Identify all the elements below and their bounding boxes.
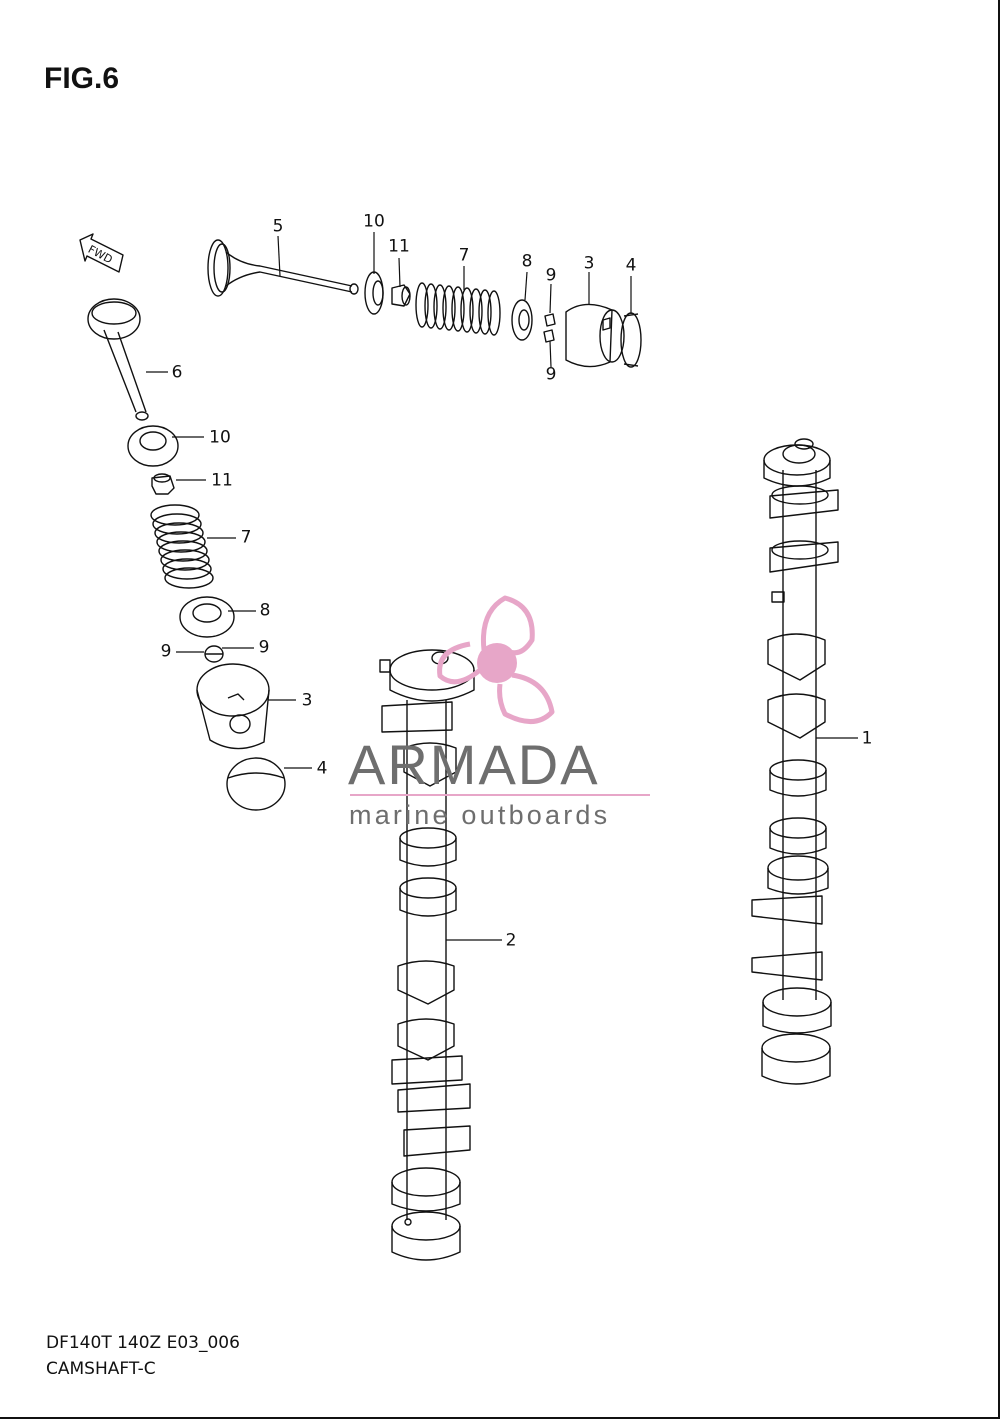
callout-11-top: 11 xyxy=(388,236,410,257)
valve-spring-top xyxy=(415,282,501,336)
callout-2-camshaft: 2 xyxy=(505,930,517,951)
valve-seal-top xyxy=(391,284,411,307)
callout-1-camshaft: 1 xyxy=(861,728,873,749)
callout-6-left: 6 xyxy=(171,362,183,383)
callout-9a-left: 9 xyxy=(160,641,172,662)
callout-11-left: 11 xyxy=(211,470,233,491)
spring-seat-top xyxy=(511,299,533,341)
cotter-left xyxy=(204,645,224,663)
camshaft-2 xyxy=(379,649,475,1261)
shim-left xyxy=(226,757,286,811)
callout-9b-left: 9 xyxy=(258,637,270,658)
figure-title: FIG.6 xyxy=(44,62,120,95)
callout-10-left: 10 xyxy=(209,427,231,448)
callout-8-top: 8 xyxy=(521,251,533,272)
callout-4-top: 4 xyxy=(625,255,637,276)
callout-9a-top: 9 xyxy=(545,265,557,286)
valve-retainer-left xyxy=(127,425,179,467)
fwd-arrow-icon: FWD xyxy=(79,233,124,273)
spring-seat-left xyxy=(179,596,235,638)
valve-retainer-top xyxy=(364,271,384,315)
watermark-tagline: marine outboards xyxy=(349,800,611,830)
callout-4-left: 4 xyxy=(316,758,328,779)
watermark-brand: ARMADA xyxy=(348,733,600,796)
callout-5-top: 5 xyxy=(272,216,284,237)
tappet-left xyxy=(196,663,270,750)
watermark-divider xyxy=(350,794,650,796)
valve-left xyxy=(87,298,149,421)
figure-caption: CAMSHAFT-C xyxy=(46,1359,156,1379)
figure-code: DF140T 140Z E03_006 xyxy=(46,1333,240,1353)
callout-3-top: 3 xyxy=(583,253,595,274)
callout-9b-top: 9 xyxy=(545,364,557,385)
armada-propeller-logo-icon xyxy=(437,595,555,724)
callout-8-left: 8 xyxy=(259,600,271,621)
callout-3-left: 3 xyxy=(301,690,313,711)
valve-spring-left xyxy=(150,504,214,589)
callout-10-top: 10 xyxy=(363,211,385,232)
valve-seal-left xyxy=(151,473,175,495)
callout-7-left: 7 xyxy=(240,527,252,548)
camshaft-1 xyxy=(751,438,839,1085)
tappet-top xyxy=(565,303,625,368)
callout-7-top: 7 xyxy=(458,245,470,266)
valve-top xyxy=(207,239,359,297)
cotter-top xyxy=(543,313,556,343)
